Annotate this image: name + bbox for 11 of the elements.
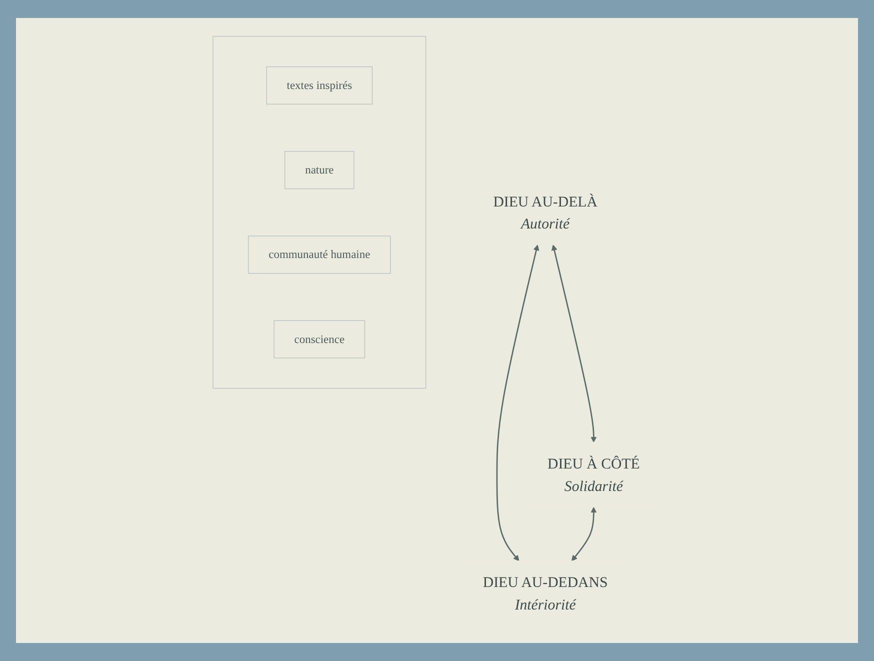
- node-box: textes inspirés: [266, 66, 374, 104]
- node-box: communauté humaine: [248, 235, 392, 274]
- arrow: [572, 506, 598, 561]
- node-box: conscience: [274, 320, 366, 358]
- arrow: [496, 244, 540, 561]
- arrow: [552, 244, 598, 442]
- node-text: DIEU AU-DELÀ Autorité: [494, 192, 598, 232]
- node-box: nature: [285, 150, 355, 189]
- cluster: [213, 36, 427, 388]
- node-text: DIEU À CÔTÉ Solidarité: [548, 454, 640, 494]
- node-text: DIEU AU-DEDANS Intériorité: [483, 573, 608, 612]
